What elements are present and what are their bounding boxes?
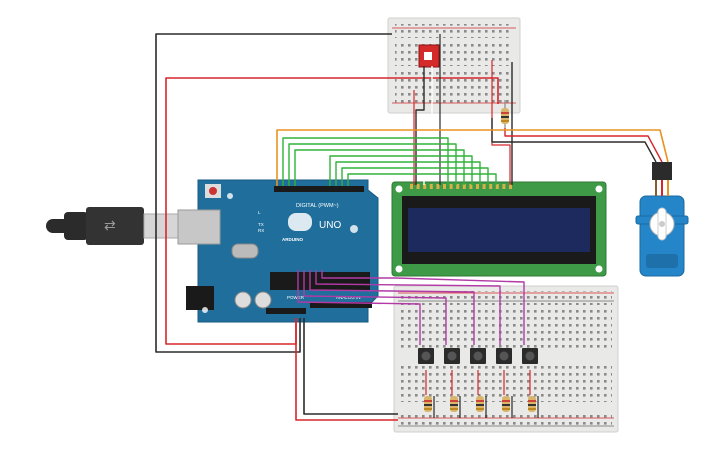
push-button[interactable] [522, 348, 538, 364]
rx-label: RX [258, 228, 264, 233]
lcd-pin [416, 184, 420, 189]
power-label: POWER [287, 295, 305, 300]
lcd-screen [408, 208, 590, 252]
lcd-pin [502, 184, 506, 189]
top-breadboard[interactable] [387, 17, 521, 114]
resistor[interactable] [476, 396, 484, 412]
lcd-pin [469, 184, 473, 189]
wire-servo-orange [276, 129, 669, 186]
brand-label: ARDUINO [282, 237, 303, 242]
resistor-top[interactable] [501, 100, 509, 128]
slide-switch[interactable] [418, 44, 440, 68]
l-label: L [258, 210, 261, 215]
lcd-pin [489, 184, 493, 189]
wire-black-bottom [303, 318, 398, 415]
lcd-pin [495, 184, 499, 189]
lcd-pin [509, 184, 512, 189]
resistor[interactable] [502, 396, 510, 412]
resistor[interactable] [528, 396, 536, 412]
wire-servo-red [504, 128, 663, 163]
lcd-pin [429, 184, 433, 189]
lcd-pin [410, 184, 413, 189]
lcd-pin [462, 184, 466, 189]
push-button[interactable] [496, 348, 512, 364]
lcd-pin [436, 184, 440, 189]
servo-motor[interactable] [635, 162, 689, 277]
resistor[interactable] [424, 396, 432, 412]
model-label: UNO [319, 220, 341, 231]
lcd-display[interactable] [391, 181, 607, 277]
arduino-board[interactable]: DIGITAL (PWM~) UNO ARDUINO ANALOG IN POW… [177, 179, 379, 323]
usb-cable[interactable]: ⇄ [46, 207, 181, 245]
lcd-pin [443, 184, 446, 189]
push-button[interactable] [418, 348, 434, 364]
lcd-pin [449, 184, 453, 189]
push-button[interactable] [444, 348, 460, 364]
lcd-pin [456, 184, 460, 189]
lcd-pin [476, 184, 479, 189]
digital-label: DIGITAL (PWM~) [296, 203, 339, 209]
svg-text:⇄: ⇄ [104, 217, 116, 233]
lcd-pin [423, 184, 427, 189]
lcd-pin [482, 184, 486, 189]
tx-label: TX [258, 222, 264, 227]
resistor[interactable] [450, 396, 458, 412]
wire-servo-black [491, 118, 657, 163]
wire-black-left [155, 33, 392, 353]
wire-red-bottom [295, 318, 398, 421]
wires [155, 33, 669, 421]
push-button[interactable] [470, 348, 486, 364]
analog-label: ANALOG IN [336, 295, 361, 300]
